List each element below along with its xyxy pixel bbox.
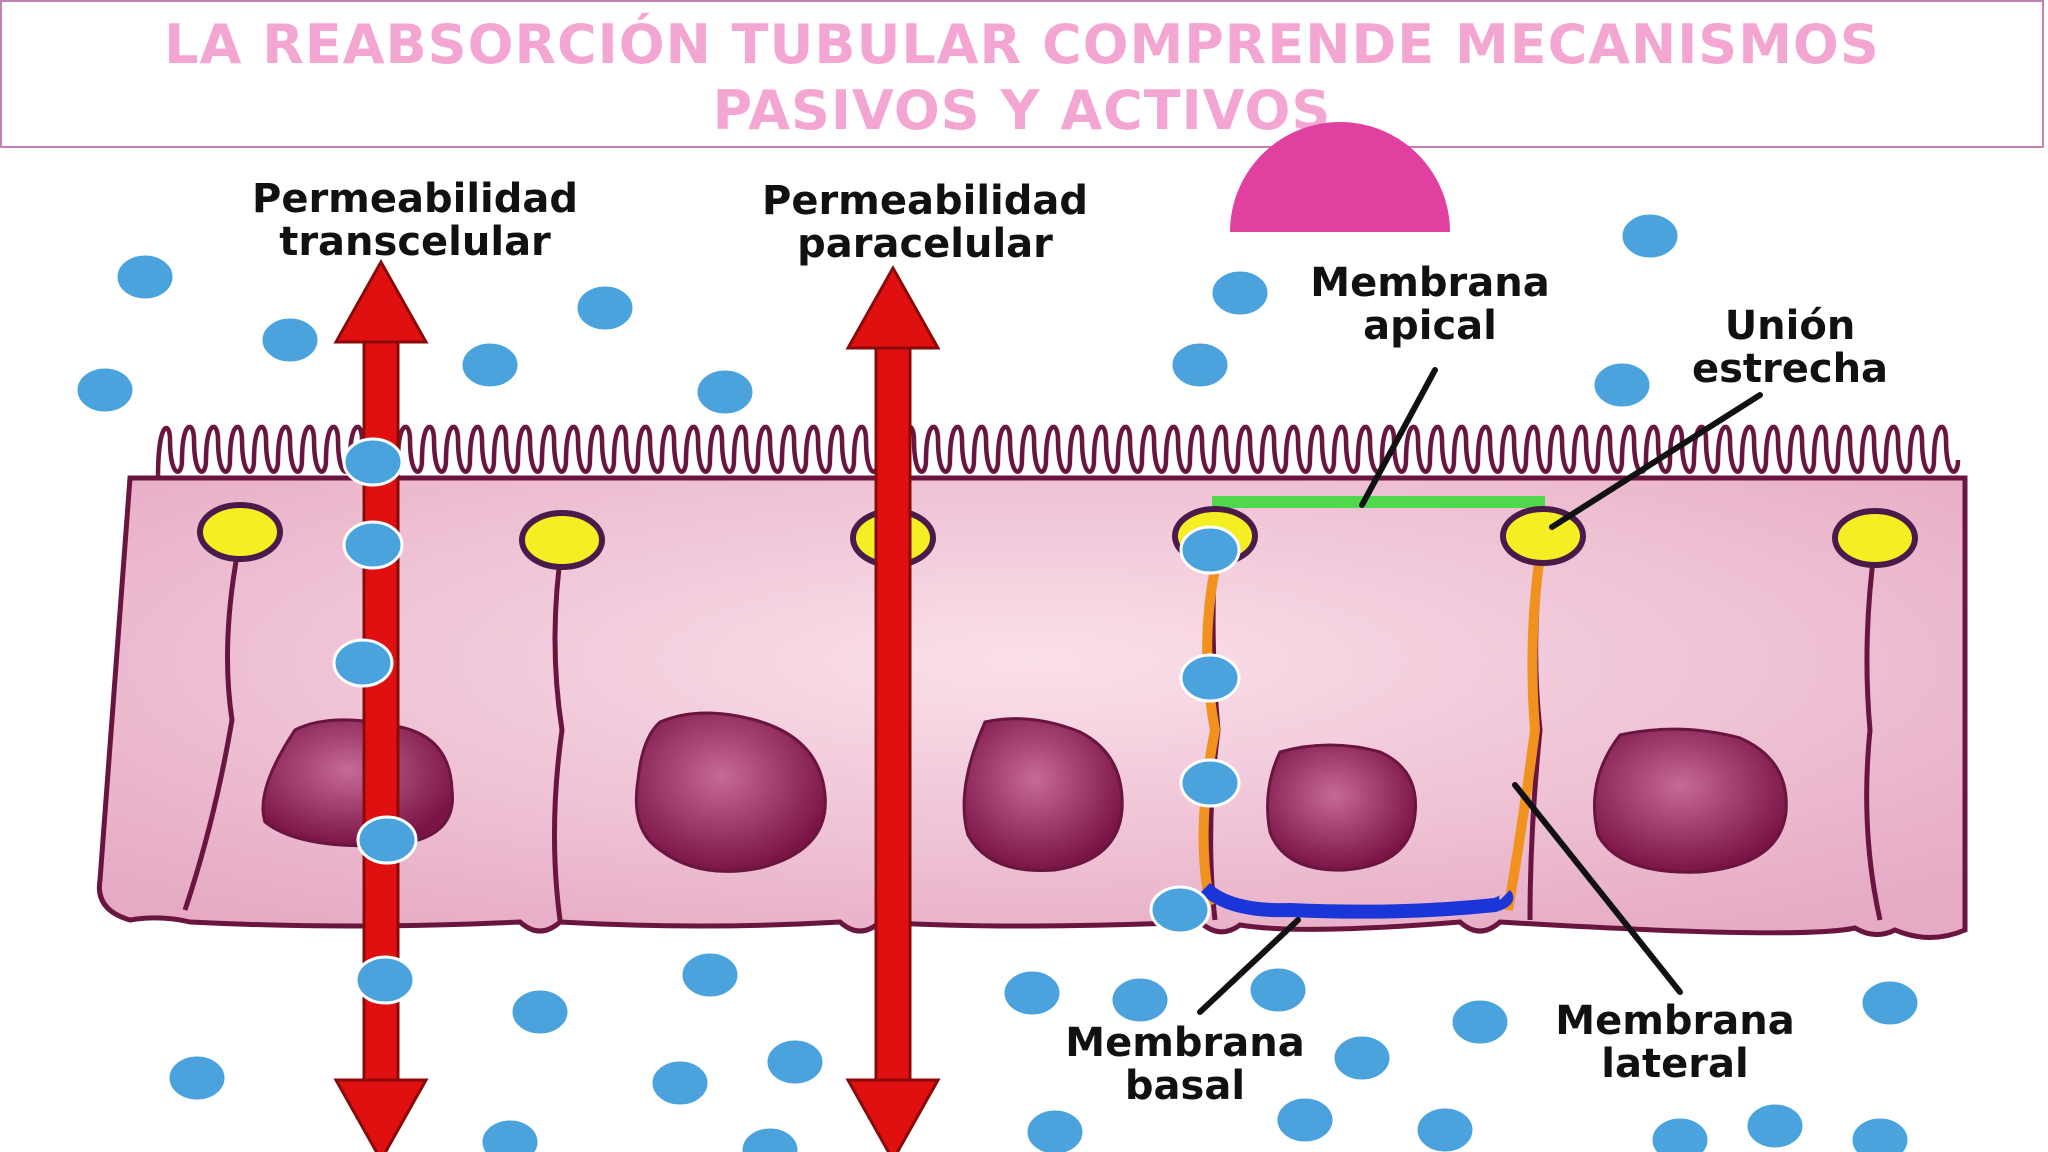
molecule <box>1649 1115 1711 1152</box>
label-line: transcelular <box>279 219 551 265</box>
lateral-membrane-right <box>1503 554 1545 911</box>
cell-layer <box>96 475 1968 940</box>
molecule <box>1001 968 1063 1018</box>
label-line: Permeabilidad <box>252 176 578 222</box>
label-line: Membrana <box>1310 260 1550 306</box>
molecule <box>739 1125 801 1152</box>
molecule <box>1247 965 1309 1015</box>
molecule <box>694 367 756 417</box>
pointer-apical <box>1359 367 1438 508</box>
paracellular-arrow <box>845 264 941 1152</box>
label-membrana-apical: Membrana apical <box>1270 262 1590 348</box>
pointer-union <box>1549 392 1763 530</box>
label-membrana-basal: Membrana basal <box>1025 1022 1345 1108</box>
label-union-estrecha: Unión estrecha <box>1660 305 1920 391</box>
molecule <box>509 987 571 1037</box>
tight-junction <box>1832 508 1918 568</box>
tight-junction <box>197 502 283 562</box>
label-line: estrecha <box>1691 346 1889 392</box>
molecule <box>356 815 418 865</box>
molecule <box>1414 1105 1476 1152</box>
label-line: paracelular <box>797 221 1053 267</box>
molecule <box>1849 1115 1911 1152</box>
molecule <box>679 950 741 1000</box>
molecule <box>259 315 321 365</box>
tight-junction <box>519 510 605 570</box>
molecule <box>114 252 176 302</box>
molecule <box>1149 885 1211 935</box>
lateral-membrane-left <box>1198 553 1223 906</box>
molecule <box>1859 978 1921 1028</box>
nucleus <box>1266 743 1418 872</box>
molecule <box>649 1058 711 1108</box>
molecule <box>1179 525 1241 575</box>
molecule <box>1169 340 1231 390</box>
molecule <box>1591 360 1653 410</box>
molecule <box>479 1117 541 1152</box>
molecules <box>74 211 1921 1152</box>
nucleus <box>1592 727 1788 874</box>
molecule <box>1449 997 1511 1047</box>
label-line: basal <box>1124 1063 1246 1109</box>
molecule <box>1209 268 1271 318</box>
nucleus <box>634 711 827 873</box>
label-permeabilidad-paracelular: Permeabilidad paracelular <box>700 180 1150 266</box>
molecule <box>1109 975 1171 1025</box>
nuclei <box>261 711 1788 874</box>
label-line: Membrana <box>1065 1020 1305 1066</box>
label-line: lateral <box>1601 1041 1749 1087</box>
label-line: Unión <box>1724 303 1856 349</box>
microvilli <box>155 424 1961 479</box>
label-line: Membrana <box>1555 998 1795 1044</box>
basal-membrane <box>1200 882 1514 919</box>
pointer-lines <box>1197 367 1763 1015</box>
molecule <box>342 437 404 487</box>
title-banner: LA REABSORCIÓN TUBULAR COMPRENDE MECANIS… <box>0 0 2044 148</box>
molecule <box>354 955 416 1005</box>
molecule <box>1179 653 1241 703</box>
molecule <box>574 283 636 333</box>
molecule <box>459 340 521 390</box>
molecule <box>1619 211 1681 261</box>
molecule <box>342 520 404 570</box>
nucleus <box>261 718 454 848</box>
molecule <box>764 1037 826 1087</box>
label-line: Permeabilidad <box>762 178 1088 224</box>
slide-title: LA REABSORCIÓN TUBULAR COMPRENDE MECANIS… <box>164 13 1880 142</box>
molecule <box>1331 1033 1393 1083</box>
pointer-lateral <box>1512 782 1683 995</box>
pointer-basal <box>1197 917 1301 1015</box>
molecule <box>166 1053 228 1103</box>
molecule <box>1024 1107 1086 1152</box>
molecule <box>74 365 136 415</box>
molecule <box>1274 1095 1336 1145</box>
molecule <box>332 638 394 688</box>
label-permeabilidad-transcelular: Permeabilidad transcelular <box>190 178 640 264</box>
nucleus <box>962 717 1124 873</box>
molecule <box>1744 1101 1806 1151</box>
molecule <box>1179 758 1241 808</box>
label-membrana-lateral: Membrana lateral <box>1510 1000 1840 1086</box>
label-line: apical <box>1363 303 1497 349</box>
